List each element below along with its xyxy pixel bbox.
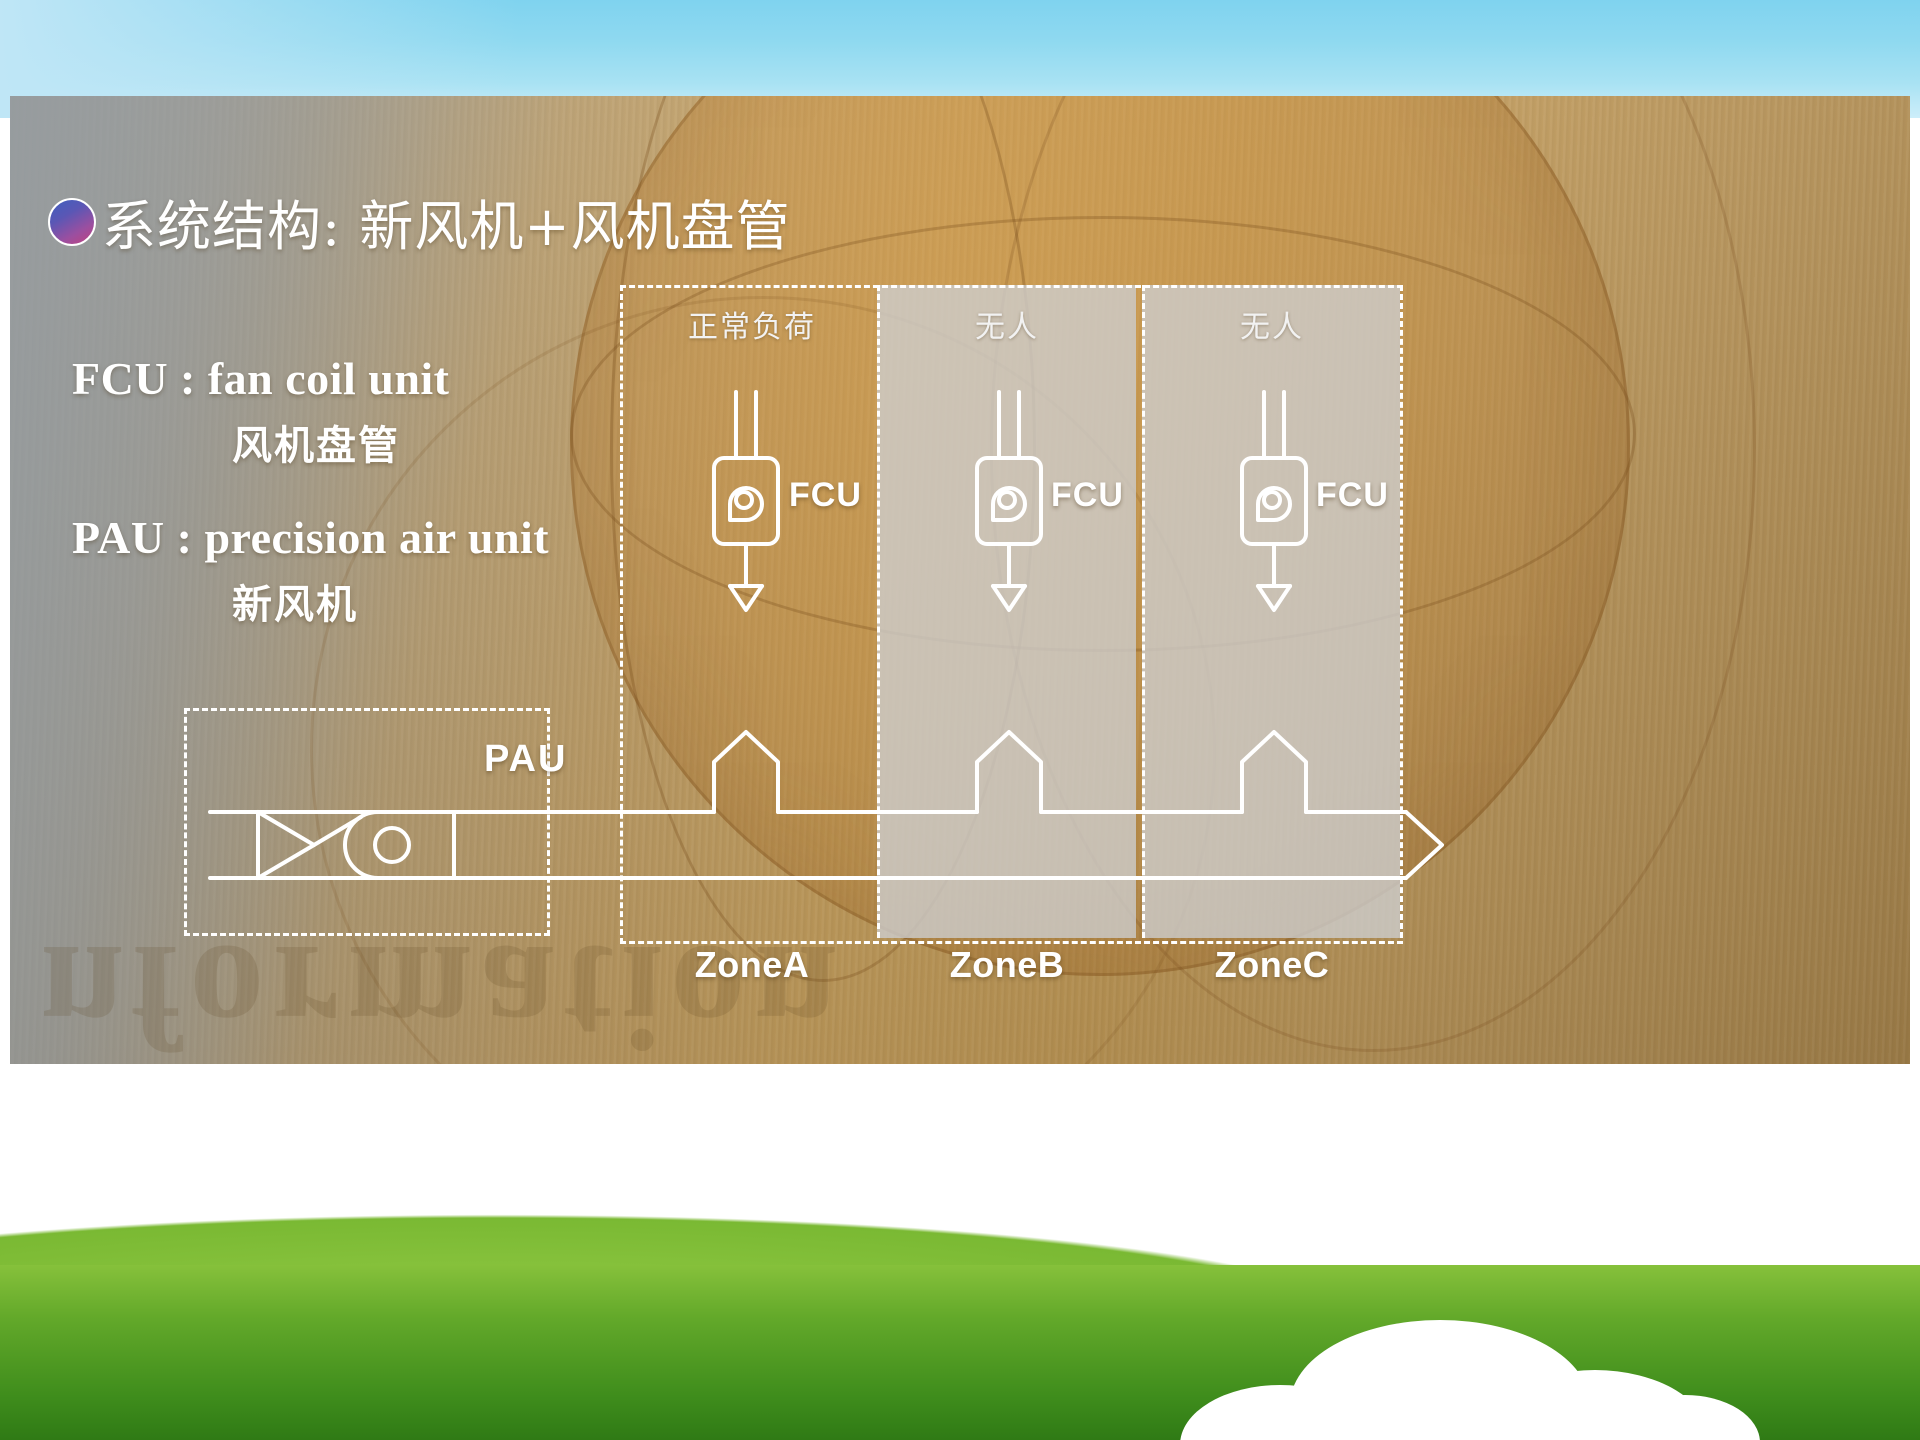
zone-a-fcu-label: FCU <box>789 476 862 514</box>
bullet-circle-icon <box>48 197 96 246</box>
schematic-vector-layer <box>208 390 1444 880</box>
legend-fcu-chinese: 风机盘管 <box>232 423 400 469</box>
fcu-unit-zone-c <box>1240 390 1308 612</box>
legend-fcu-english: FCU : fan coil unit <box>72 353 450 404</box>
legend-pau-chinese: 新风机 <box>232 582 358 628</box>
page-title: 系统结构: 新风机+风机盘管 <box>102 195 791 258</box>
zone-c-fcu-label: FCU <box>1316 476 1389 514</box>
cloud-cluster <box>1180 1280 1760 1440</box>
zone-a-name: ZoneA <box>694 944 810 985</box>
zone-a-status: 正常负荷 <box>688 310 816 345</box>
hvac-schematic: 正常负荷 无人 无人 FCU FCU FCU PAU <box>184 272 1444 985</box>
duct-branch-zone-b <box>975 730 1043 814</box>
pau-label: PAU <box>484 738 568 780</box>
pau-enclosure <box>184 708 550 936</box>
zone-c-name: ZoneC <box>1214 944 1330 985</box>
legend-item-fcu: FCU : fan coil unit 风机盘管 <box>72 352 549 471</box>
zone-outer-boundary <box>620 285 1403 944</box>
zone-b-fcu-label: FCU <box>1051 476 1124 514</box>
fcu-unit-zone-a <box>712 390 780 612</box>
fcu-unit-zone-b <box>975 390 1043 612</box>
zone-b-shading <box>877 285 1136 938</box>
zone-b-name: ZoneB <box>949 944 1065 985</box>
slide-title: 系统结构: 新风机+风机盘管 <box>48 182 791 261</box>
zone-b-status: 无人 <box>975 310 1039 345</box>
zone-c-shading <box>1142 285 1400 938</box>
duct-branch-zone-a <box>712 730 780 814</box>
zone-right-boundary <box>1400 285 1403 938</box>
duct-branch-zone-c <box>1240 730 1308 814</box>
zone-c-status: 无人 <box>1240 310 1304 345</box>
zone-divider-a-b <box>877 285 880 938</box>
legend: FCU : fan coil unit 风机盘管 PAU : precision… <box>72 352 549 670</box>
zone-divider-b-c <box>1142 285 1145 938</box>
legend-item-pau: PAU : precision air unit 新风机 <box>72 511 549 630</box>
pau-intake-and-fan <box>256 810 456 880</box>
legend-pau-english: PAU : precision air unit <box>72 512 550 563</box>
